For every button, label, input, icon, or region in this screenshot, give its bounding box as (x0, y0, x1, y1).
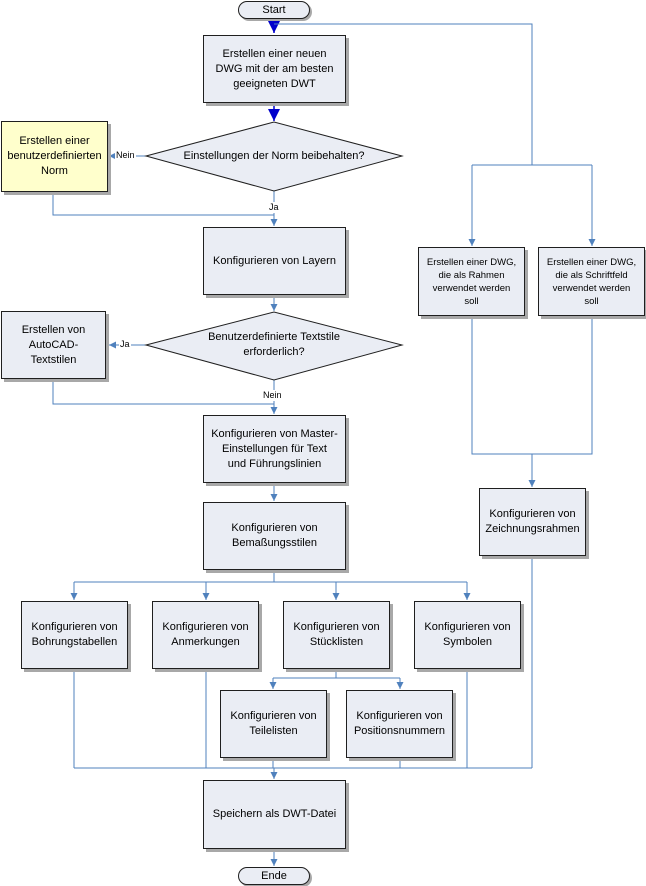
step-hole-tables: Konfigurieren von Bohrungstabellen (21, 601, 128, 669)
start-node: Start (238, 1, 310, 19)
step-part-lists: Konfigurieren von Teilelisten (220, 690, 327, 758)
end-node: Ende (238, 867, 310, 885)
step-dimstyles: Konfigurieren von Bemaßungsstilen (203, 502, 346, 570)
edge-label-ja-text: Ja (119, 339, 131, 350)
decision-norm-label: Einstellungen der Norm beibehalten? (183, 149, 365, 162)
step-symbols: Konfigurieren von Symbolen (414, 601, 521, 669)
edge-right-merge (471, 316, 593, 455)
edge-label-nein-norm: Nein (115, 150, 136, 161)
step-drawing-frames: Konfigurieren von Zeichnungsrahmen (479, 488, 586, 556)
step-parts-lists: Konfigurieren von Stücklisten (283, 601, 390, 669)
decision-text-label: Benutzerdefinierte Textstile erforderlic… (208, 331, 340, 358)
step-textstyles: Erstellen von AutoCAD- Textstilen (1, 311, 106, 379)
edge-label-nein-text: Nein (262, 390, 283, 401)
decision-norm-diamond (144, 121, 404, 192)
step-master-settings: Konfigurieren von Master- Einstellungen … (203, 415, 346, 483)
step-notes: Konfigurieren von Anmerkungen (152, 601, 259, 669)
step-balloons: Konfigurieren von Positionsnummern (346, 690, 453, 758)
step-create-dwg: Erstellen einer neuen DWG mit der am bes… (203, 35, 346, 103)
step-save-dwt: Speichern als DWT-Datei (203, 780, 346, 849)
edge-custom-merge (52, 192, 274, 216)
step-config-layers: Konfigurieren von Layern (203, 227, 346, 295)
edge-textstyles-merge (52, 379, 274, 405)
edge-label-ja-norm: Ja (268, 202, 280, 213)
edge-start-right (274, 23, 533, 165)
decision-text-diamond (144, 311, 404, 381)
step-title-block-dwg: Erstellen einer DWG, die als Schriftfeld… (538, 247, 645, 316)
step-frame-dwg: Erstellen einer DWG, die als Rahmen verw… (418, 247, 525, 316)
step-custom-norm: Erstellen einer benutzerdefinierten Norm (1, 121, 108, 192)
